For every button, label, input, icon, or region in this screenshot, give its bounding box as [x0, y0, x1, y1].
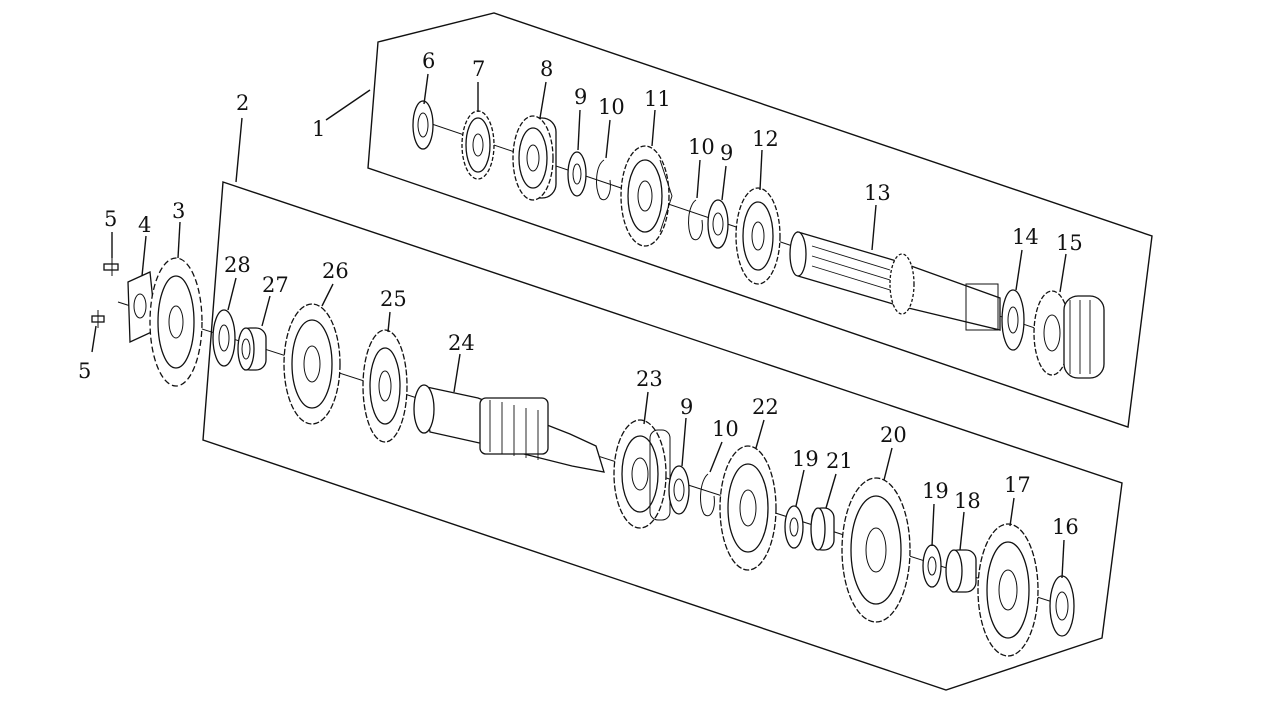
part-9-washer-upper-a	[567, 151, 587, 197]
callout-15: 15	[1056, 231, 1083, 255]
part-26-gear	[283, 303, 341, 425]
part-20-gear	[841, 477, 911, 623]
part-19-washer-b	[922, 544, 942, 588]
part-24-mainshaft	[413, 384, 605, 473]
part-23-gear	[613, 419, 671, 529]
part-10-circlip-upper-b	[688, 199, 703, 241]
callout-4: 4	[138, 213, 151, 237]
part-16-bearing	[1049, 575, 1075, 637]
callout-9-lower: 9	[680, 395, 693, 419]
part-25-gear	[362, 329, 408, 443]
callout-17: 17	[1004, 473, 1031, 497]
callout-8: 8	[540, 57, 553, 81]
part-15-gear	[1033, 290, 1105, 379]
callout-19-b: 19	[922, 479, 949, 503]
part-6-washer	[412, 100, 434, 150]
callout-9-upper-a: 9	[574, 85, 587, 109]
callout-14: 14	[1012, 225, 1039, 249]
part-5-bolt-upper	[103, 258, 119, 276]
part-9-washer-lower	[668, 465, 690, 515]
part-9-washer-upper-b	[707, 199, 729, 249]
callout-13: 13	[864, 181, 891, 205]
callout-16: 16	[1052, 515, 1079, 539]
callout-21: 21	[826, 449, 853, 473]
part-8-gear	[512, 115, 557, 201]
callout-19-a: 19	[792, 447, 819, 471]
callout-10-upper-b: 10	[688, 135, 715, 159]
callout-22: 22	[752, 395, 779, 419]
callout-3: 3	[172, 199, 185, 223]
callout-6: 6	[422, 49, 435, 73]
part-21-bushing	[810, 507, 835, 551]
part-5-bolt-lower	[91, 310, 105, 328]
callout-5-upper: 5	[104, 207, 117, 231]
part-14-washer	[1001, 289, 1025, 351]
callout-9-upper-b: 9	[720, 141, 733, 165]
callout-23: 23	[636, 367, 663, 391]
part-7-gear	[461, 110, 495, 180]
callout-28: 28	[224, 253, 251, 277]
part-27-bushing	[237, 327, 267, 371]
part-19-washer-a	[784, 505, 804, 549]
callout-1: 1	[312, 117, 325, 141]
callout-24: 24	[448, 331, 475, 355]
part-17-gear	[977, 523, 1039, 657]
callout-25: 25	[380, 287, 407, 311]
callout-2: 2	[236, 91, 249, 115]
callout-18: 18	[954, 489, 981, 513]
callout-20: 20	[880, 423, 907, 447]
part-22-gear	[719, 445, 777, 571]
part-13-countershaft	[789, 231, 1001, 331]
leader-lines	[91, 73, 1067, 579]
upper-assembly-panel	[367, 12, 1153, 428]
part-3-sprocket	[149, 257, 203, 387]
part-18-bushing	[945, 549, 977, 593]
callout-12: 12	[752, 127, 779, 151]
callout-27: 27	[262, 273, 289, 297]
callout-26: 26	[322, 259, 349, 283]
part-12-gear	[735, 187, 781, 285]
callout-7: 7	[472, 57, 485, 81]
callout-5-lower: 5	[78, 359, 91, 383]
part-10-circlip-lower	[700, 473, 715, 517]
callout-11: 11	[644, 87, 671, 111]
part-10-circlip-upper-a	[596, 159, 611, 201]
callout-10-upper-a: 10	[598, 95, 625, 119]
part-28-seal	[212, 309, 236, 367]
lower-assembly-panel	[202, 181, 1123, 691]
callout-10-lower: 10	[712, 417, 739, 441]
part-11-gear	[620, 145, 673, 247]
